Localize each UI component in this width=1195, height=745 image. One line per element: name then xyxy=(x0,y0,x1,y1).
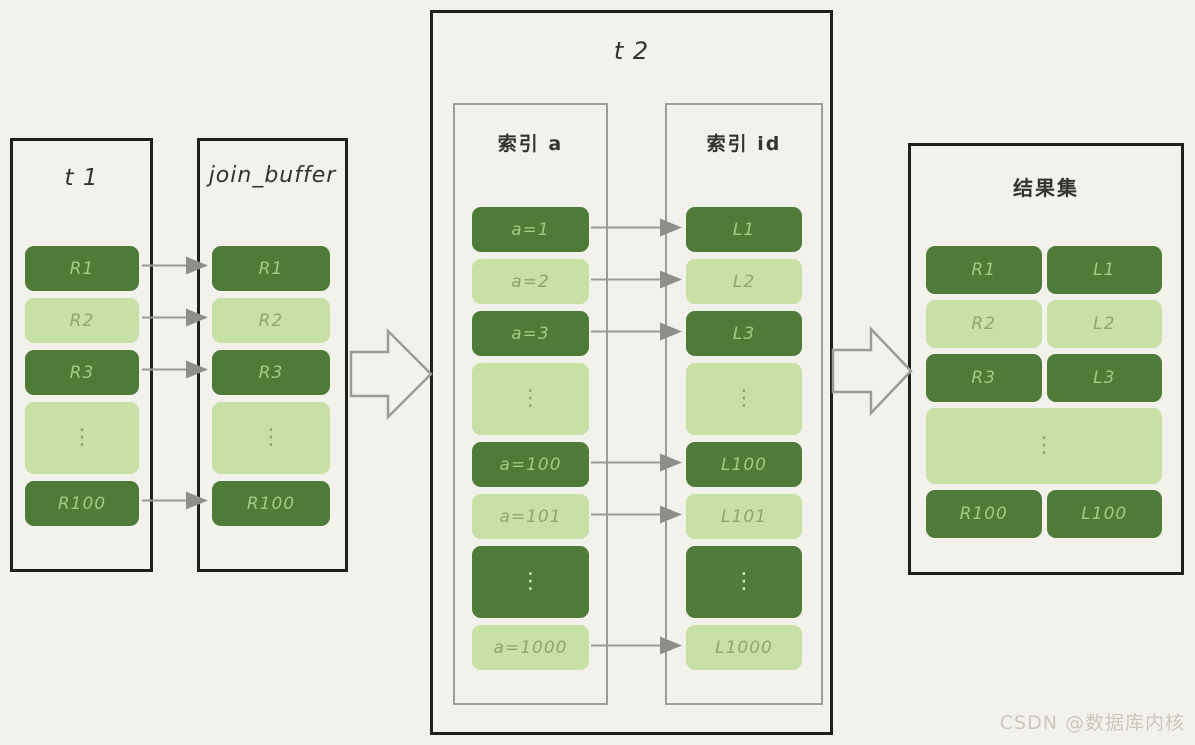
record-cell: L2 xyxy=(1046,300,1162,348)
record-row: a=2 xyxy=(472,259,589,304)
table-t2-title: t 2 xyxy=(613,37,650,65)
record-row: L3 xyxy=(686,311,802,356)
record-row: L100 xyxy=(686,442,802,487)
record-row: a=100 xyxy=(472,442,589,487)
record-row: a=1000 xyxy=(472,625,589,670)
record-row: R1 xyxy=(212,246,330,291)
record-row: L2 xyxy=(686,259,802,304)
ellipsis-row: ⋮ xyxy=(472,546,589,618)
record-cell: L3 xyxy=(1046,354,1162,402)
record-row: R100 xyxy=(212,481,330,526)
ellipsis-row: ⋮ xyxy=(926,408,1162,484)
record-row: R3 xyxy=(25,350,139,395)
record-row: R2 xyxy=(25,298,139,343)
record-cell: L100 xyxy=(1046,490,1162,538)
index-a-box: 索引 a a=1 a=2 a=3 ⋮ a=100 a=101 ⋮ a=1000 xyxy=(453,103,608,705)
ellipsis-row: ⋮ xyxy=(686,546,802,618)
record-row: R100 xyxy=(25,481,139,526)
big-arrow-joinbuffer-to-t2 xyxy=(349,327,433,421)
big-arrow-t2-to-result xyxy=(831,325,913,417)
ellipsis-row: ⋮ xyxy=(472,363,589,435)
index-a-title: 索引 a xyxy=(497,133,564,155)
index-a-rows: a=1 a=2 a=3 ⋮ a=100 a=101 ⋮ a=1000 xyxy=(472,207,589,670)
record-cell: R1 xyxy=(926,246,1042,294)
record-row: L1000 xyxy=(686,625,802,670)
record-cell: R3 xyxy=(926,354,1042,402)
csdn-watermark: CSDN @数据库内核 xyxy=(999,712,1185,734)
record-row: a=3 xyxy=(472,311,589,356)
record-row: R2 xyxy=(212,298,330,343)
table-t1-title: t 1 xyxy=(64,165,99,191)
result-set-title: 结果集 xyxy=(1013,176,1079,200)
record-cell: R100 xyxy=(926,490,1042,538)
record-row: a=1 xyxy=(472,207,589,252)
record-row: L1 xyxy=(686,207,802,252)
join-buffer-title: join_buffer xyxy=(208,163,337,188)
record-row: L101 xyxy=(686,494,802,539)
index-id-title: 索引 id xyxy=(706,133,782,155)
record-cell: R2 xyxy=(926,300,1042,348)
ellipsis-row: ⋮ xyxy=(25,402,139,474)
record-row: a=101 xyxy=(472,494,589,539)
ellipsis-row: ⋮ xyxy=(686,363,802,435)
record-row: R3 xyxy=(212,350,330,395)
record-row: R1 xyxy=(25,246,139,291)
record-cell: L1 xyxy=(1046,246,1162,294)
ellipsis-row: ⋮ xyxy=(212,402,330,474)
